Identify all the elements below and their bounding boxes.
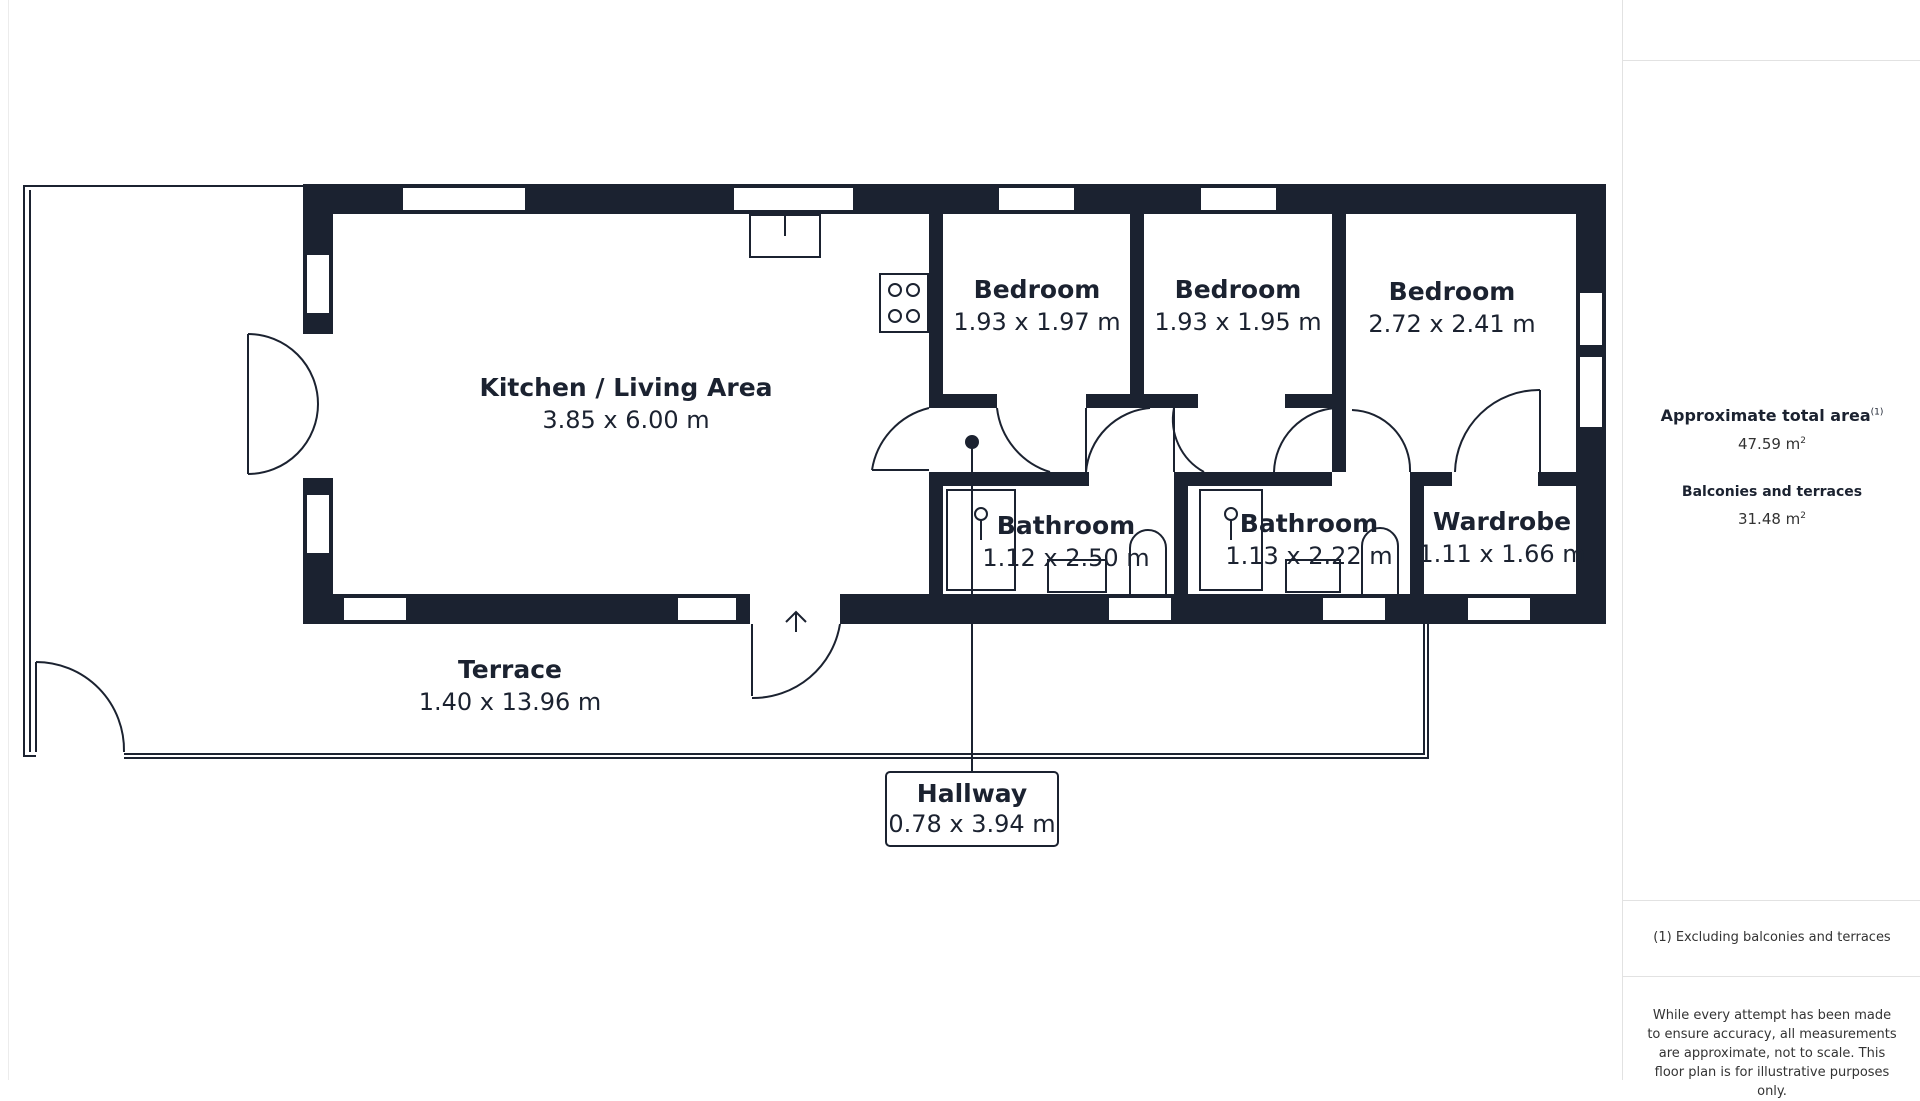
floor-plan: Kitchen / Living Area 3.85 x 6.00 m Bedr… — [23, 184, 1606, 847]
room-bathroom2-dims: 1.13 x 2.22 m — [1225, 542, 1392, 570]
terrace-outline — [23, 185, 1429, 759]
panel-divider — [1623, 60, 1920, 61]
panel-divider — [1623, 976, 1920, 977]
area-footnote: (1) Excluding balconies and terraces — [1653, 930, 1891, 945]
room-wardrobe-name: Wardrobe — [1433, 507, 1571, 536]
room-hallway-name: Hallway — [917, 779, 1027, 808]
room-kitchen-name: Kitchen / Living Area — [479, 373, 772, 402]
total-area-note: (1) — [1870, 407, 1884, 418]
terraces-area-value: 31.48 m2 — [1623, 510, 1920, 528]
room-terrace-name: Terrace — [458, 655, 562, 684]
room-bedroom1-name: Bedroom — [974, 275, 1101, 304]
interior-walls — [929, 212, 1582, 594]
terraces-area-label: Balconies and terraces — [1681, 484, 1863, 500]
total-area-label-text: Approximate total area — [1660, 406, 1871, 425]
total-area-unit: 2 — [1800, 436, 1807, 446]
room-bathroom2-name: Bathroom — [1240, 509, 1378, 538]
room-bathroom1-dims: 1.12 x 2.50 m — [982, 544, 1149, 572]
room-bedroom3-dims: 2.72 x 2.41 m — [1368, 310, 1535, 338]
terraces-area-unit: 2 — [1800, 511, 1807, 521]
room-bathroom1-name: Bathroom — [997, 511, 1135, 540]
area-summary-panel: Approximate total area(1) 47.59 m2 Balco… — [1622, 0, 1920, 1099]
panel-divider — [1623, 900, 1920, 901]
hallway-label-box — [885, 771, 1059, 847]
total-area-value: 47.59 m2 — [1623, 435, 1920, 453]
room-bedroom2-name: Bedroom — [1175, 275, 1302, 304]
interior-doors — [247, 333, 1541, 700]
windows — [305, 186, 1604, 622]
total-area-value-text: 47.59 m — [1737, 435, 1801, 453]
room-bedroom2-dims: 1.93 x 1.95 m — [1154, 308, 1321, 336]
room-wardrobe-dims: 1.11 x 1.66 m — [1418, 540, 1585, 568]
floor-plan-drawing: Kitchen / Living Area 3.85 x 6.00 m Bedr… — [23, 184, 1606, 847]
room-kitchen-dims: 3.85 x 6.00 m — [542, 406, 709, 434]
total-area-label: Approximate total area(1) — [1623, 406, 1920, 425]
terraces-area-value-text: 31.48 m — [1737, 510, 1801, 528]
terraces-area-block: Balconies and terraces 31.48 m2 — [1623, 484, 1920, 528]
room-bedroom1-dims: 1.93 x 1.97 m — [953, 308, 1120, 336]
hallway-marker — [785, 435, 979, 772]
disclaimer-text: While every attempt has been made to ens… — [1647, 1008, 1897, 1099]
room-hallway-dims: 0.78 x 3.94 m — [888, 810, 1055, 838]
fixtures — [749, 214, 1399, 594]
room-bedroom3-name: Bedroom — [1389, 277, 1516, 306]
total-area-block: Approximate total area(1) 47.59 m2 — [1623, 406, 1920, 453]
room-terrace-dims: 1.40 x 13.96 m — [419, 688, 602, 716]
